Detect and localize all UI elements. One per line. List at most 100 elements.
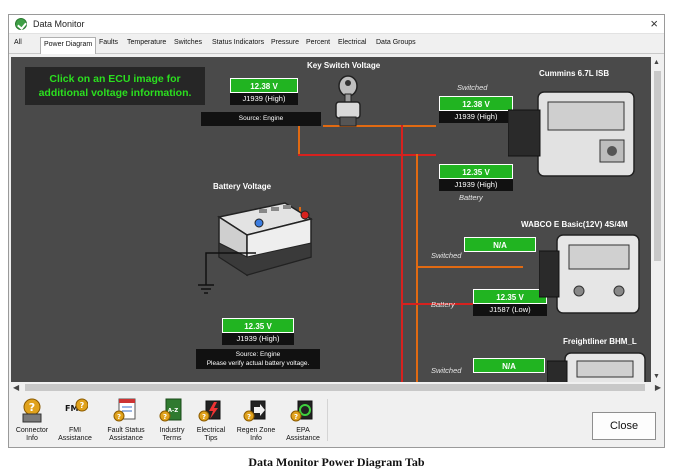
wire-battery-trunk bbox=[416, 154, 418, 382]
electrical-tips-button[interactable]: ? Electrical Tips bbox=[191, 397, 231, 445]
key-switch-title: Key Switch Voltage bbox=[307, 61, 381, 70]
ecu-wabco-module-icon[interactable] bbox=[539, 231, 643, 317]
svg-text:FMI: FMI bbox=[65, 404, 81, 413]
tab-faults[interactable]: Faults bbox=[99, 39, 119, 46]
fault-status-icon: ? bbox=[113, 398, 136, 422]
ecu-wabco-battery-label: Battery bbox=[431, 300, 455, 309]
fault-status-line-1: Fault Status bbox=[107, 427, 145, 434]
horizontal-scroll-thumb[interactable] bbox=[25, 384, 645, 391]
tab-status-indicators[interactable]: Status Indicators bbox=[212, 39, 265, 46]
tab-data-groups[interactable]: Data Groups bbox=[376, 39, 416, 46]
svg-text:?: ? bbox=[247, 413, 251, 421]
tab-power-diagram[interactable]: Power Diagram bbox=[40, 37, 97, 54]
svg-text:?: ? bbox=[294, 413, 298, 421]
fmi-assistance-line-2: Assistance bbox=[58, 435, 92, 442]
regen-zone-line-2: Info bbox=[250, 435, 262, 442]
connector-info-button[interactable]: ? Connector Info bbox=[13, 397, 51, 445]
wire-switched-trunk bbox=[401, 125, 403, 382]
electrical-tips-icon: ? bbox=[198, 400, 221, 422]
fmi-assistance-line-1: FMI bbox=[68, 427, 82, 434]
ecu-freightliner-switched-box: N/A bbox=[473, 358, 545, 373]
ecu-wabco-battery-box: 12.35 V J1587 (Low) bbox=[473, 289, 547, 316]
svg-text:?: ? bbox=[202, 413, 206, 421]
tab-electrical[interactable]: Electrical bbox=[338, 39, 367, 46]
ecu-freightliner-module-icon[interactable] bbox=[547, 349, 647, 382]
ecu-wabco-battery-protocol: J1587 (Low) bbox=[473, 304, 547, 316]
industry-terms-line-1: Industry bbox=[159, 427, 185, 434]
ecu-cummins-battery-box: 12.35 V J1939 (High) bbox=[439, 164, 513, 191]
window-close-button[interactable]: × bbox=[650, 16, 658, 31]
connector-info-icon: ? bbox=[22, 398, 42, 423]
industry-terms-line-2: Terms bbox=[162, 435, 182, 442]
window-title: Data Monitor bbox=[33, 19, 85, 29]
hint-line-2: additional voltage information. bbox=[38, 87, 192, 99]
vertical-scrollbar[interactable]: ▲ ▼ bbox=[652, 57, 663, 382]
wire-abs-battery bbox=[403, 303, 523, 305]
regen-zone-icon: ? bbox=[243, 400, 266, 422]
fmi-assistance-button[interactable]: FMI ? FMI Assistance bbox=[53, 397, 97, 445]
key-switch-icon[interactable] bbox=[331, 74, 365, 128]
ecu-wabco-name: WABCO E Basic(12V) 4S/4M bbox=[521, 220, 628, 229]
fmi-assistance-icon: FMI ? bbox=[65, 398, 89, 413]
ecu-cummins-battery-value: 12.35 V bbox=[439, 164, 513, 179]
hint-line-1: Click on an ECU image for bbox=[49, 73, 181, 85]
ecu-cummins-battery-label: Battery bbox=[459, 193, 483, 202]
key-switch-voltage-box: 12.38 V J1939 (High) bbox=[230, 78, 298, 105]
ecu-wabco-battery-value: 12.35 V bbox=[473, 289, 547, 304]
svg-text:?: ? bbox=[80, 401, 85, 410]
title-bar: Data Monitor × bbox=[9, 15, 664, 34]
svg-text:?: ? bbox=[117, 413, 121, 421]
fault-status-line-2: Assistance bbox=[109, 435, 143, 442]
battery-source-line-1: Source: Engine bbox=[235, 351, 281, 358]
battery-value: 12.35 V bbox=[222, 318, 294, 333]
connector-info-line-1: Connector bbox=[15, 427, 49, 434]
ecu-cummins-switched-box: 12.38 V J1939 (High) bbox=[439, 96, 513, 123]
ecu-cummins-module-icon[interactable] bbox=[508, 84, 644, 180]
epa-assistance-icon: ? bbox=[290, 400, 313, 422]
svg-text:?: ? bbox=[29, 401, 35, 414]
tab-strip: All Power Diagram Faults Temperature Swi… bbox=[9, 36, 664, 54]
battery-title: Battery Voltage bbox=[213, 182, 272, 191]
app-check-icon bbox=[15, 18, 27, 30]
regen-zone-line-1: Regen Zone bbox=[236, 427, 276, 434]
horizontal-scrollbar[interactable]: ◀ ▶ bbox=[11, 382, 663, 393]
close-button[interactable]: Close bbox=[592, 412, 656, 440]
tab-percent[interactable]: Percent bbox=[306, 39, 331, 46]
tab-switches[interactable]: Switches bbox=[174, 39, 203, 46]
epa-assistance-line-2: Assistance bbox=[286, 435, 320, 442]
ecu-freightliner-switched-value: N/A bbox=[473, 358, 545, 373]
regen-zone-info-button[interactable]: ? Regen Zone Info bbox=[233, 397, 279, 445]
wire-abs-switched bbox=[418, 266, 523, 268]
battery-icon bbox=[217, 202, 313, 277]
scroll-up-arrow-icon[interactable]: ▲ bbox=[653, 59, 660, 66]
epa-assistance-line-1: EPA bbox=[296, 427, 310, 434]
electrical-tips-line-2: Tips bbox=[204, 435, 218, 442]
vertical-scroll-thumb[interactable] bbox=[654, 71, 661, 261]
svg-text:?: ? bbox=[163, 413, 167, 421]
ecu-wabco-switched-label: Switched bbox=[431, 251, 462, 260]
toolbar-divider bbox=[327, 399, 328, 441]
ecu-cummins-battery-protocol: J1939 (High) bbox=[439, 179, 513, 191]
tab-pressure[interactable]: Pressure bbox=[271, 39, 300, 46]
industry-terms-button[interactable]: A-Z ? Industry Terms bbox=[155, 397, 189, 445]
fault-status-assistance-button[interactable]: ? Fault Status Assistance bbox=[99, 397, 153, 445]
power-diagram-canvas: Click on an ECU image for additional vol… bbox=[11, 57, 651, 382]
ecu-cummins-name: Cummins 6.7L ISB bbox=[539, 69, 610, 78]
ecu-cummins-switched-value: 12.38 V bbox=[439, 96, 513, 111]
electrical-tips-line-1: Electrical bbox=[196, 427, 226, 434]
epa-assistance-button[interactable]: ? EPA Assistance bbox=[281, 397, 325, 445]
ground-symbol bbox=[198, 252, 256, 294]
scroll-left-arrow-icon[interactable]: ◀ bbox=[13, 383, 20, 392]
scroll-right-arrow-icon[interactable]: ▶ bbox=[654, 383, 661, 392]
scroll-down-arrow-icon[interactable]: ▼ bbox=[653, 373, 660, 380]
battery-source: Source: Engine Please verify actual batt… bbox=[196, 349, 320, 369]
key-switch-protocol: J1939 (High) bbox=[230, 93, 298, 105]
ecu-freightliner-switched-label: Switched bbox=[431, 366, 462, 375]
industry-terms-badge: A-Z bbox=[168, 408, 179, 414]
ecu-cummins-switched-label: Switched bbox=[457, 83, 488, 92]
wire-battery-feed bbox=[298, 154, 436, 156]
tab-all[interactable]: All bbox=[14, 39, 22, 46]
ecu-freightliner-name: Freightliner BHM_L bbox=[563, 337, 637, 346]
tab-temperature[interactable]: Temperature bbox=[127, 39, 167, 46]
key-switch-source: Source: Engine bbox=[201, 112, 321, 126]
